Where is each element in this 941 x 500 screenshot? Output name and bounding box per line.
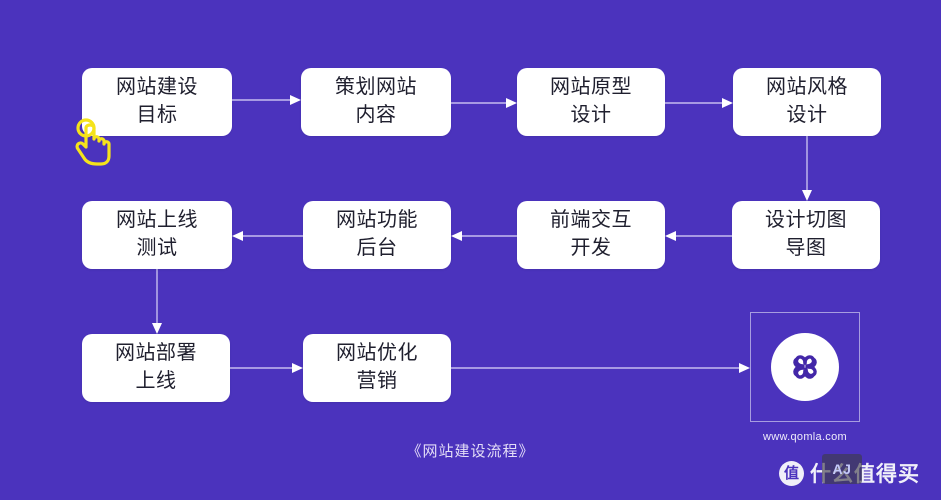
flow-node-line2: 设计 xyxy=(570,104,612,126)
connector-n7-to-n8 xyxy=(232,228,304,244)
flow-node-line1: 网站部署 xyxy=(115,342,197,365)
flow-node-line2: 导图 xyxy=(785,237,827,259)
qomla-clover-logo xyxy=(771,333,839,401)
brand-logo-frame xyxy=(750,312,860,422)
connector-n5-to-n6 xyxy=(665,228,733,244)
connector-n9-to-n10 xyxy=(230,360,304,376)
flow-node-prototype-design[interactable]: 网站原型 设计 xyxy=(517,68,665,136)
connector-n10-to-brand xyxy=(451,360,751,376)
flow-node-design-slicing[interactable]: 设计切图 导图 xyxy=(732,201,880,269)
flow-node-line2: 内容 xyxy=(355,104,397,126)
flow-node-line2: 测试 xyxy=(136,237,178,259)
connector-n3-to-n4 xyxy=(665,95,734,111)
flow-node-website-goal[interactable]: 网站建设 目标 xyxy=(82,68,232,136)
smzdm-watermark: 值 什么值得买 AJ xyxy=(779,454,920,488)
flow-node-line2: 设计 xyxy=(786,104,828,126)
flow-node-line1: 网站建设 xyxy=(116,76,198,99)
tap-hand-cursor-icon xyxy=(70,117,114,167)
flow-node-plan-content[interactable]: 策划网站 内容 xyxy=(301,68,451,136)
flow-node-style-design[interactable]: 网站风格 设计 xyxy=(733,68,881,136)
flow-node-line1: 网站上线 xyxy=(116,209,198,232)
connector-n6-to-n7 xyxy=(451,228,518,244)
connector-n8-to-n9 xyxy=(149,269,165,335)
flow-node-line2: 营销 xyxy=(356,370,398,392)
flow-node-line1: 前端交互 xyxy=(550,209,632,232)
connector-n4-to-n5 xyxy=(799,136,815,202)
flow-node-line1: 设计切图 xyxy=(765,209,847,232)
flow-node-line1: 网站风格 xyxy=(766,76,848,99)
flow-node-launch-testing[interactable]: 网站上线 测试 xyxy=(82,201,232,269)
flow-node-backend-features[interactable]: 网站功能 后台 xyxy=(303,201,451,269)
flow-node-deploy-online[interactable]: 网站部署 上线 xyxy=(82,334,230,402)
flow-node-line2: 开发 xyxy=(570,237,612,259)
flow-node-line1: 网站优化 xyxy=(336,342,418,365)
flow-node-line1: 网站原型 xyxy=(550,76,632,99)
flow-node-line2: 目标 xyxy=(136,104,178,126)
connector-n2-to-n3 xyxy=(451,95,518,111)
flow-node-line1: 网站功能 xyxy=(336,209,418,232)
flow-node-line2: 后台 xyxy=(356,237,398,259)
connector-n1-to-n2 xyxy=(232,92,302,108)
flow-node-frontend-dev[interactable]: 前端交互 开发 xyxy=(517,201,665,269)
flow-node-line1: 策划网站 xyxy=(335,76,417,99)
watermark-badge: 值 xyxy=(779,460,804,486)
watermark-overlay-label: AJ xyxy=(822,454,862,484)
flow-node-optimize-marketing[interactable]: 网站优化 营销 xyxy=(303,334,451,402)
diagram-caption: 《网站建设流程》 xyxy=(406,443,535,460)
brand-url-text: www.qomla.com xyxy=(763,431,847,443)
flow-node-line2: 上线 xyxy=(135,370,177,392)
